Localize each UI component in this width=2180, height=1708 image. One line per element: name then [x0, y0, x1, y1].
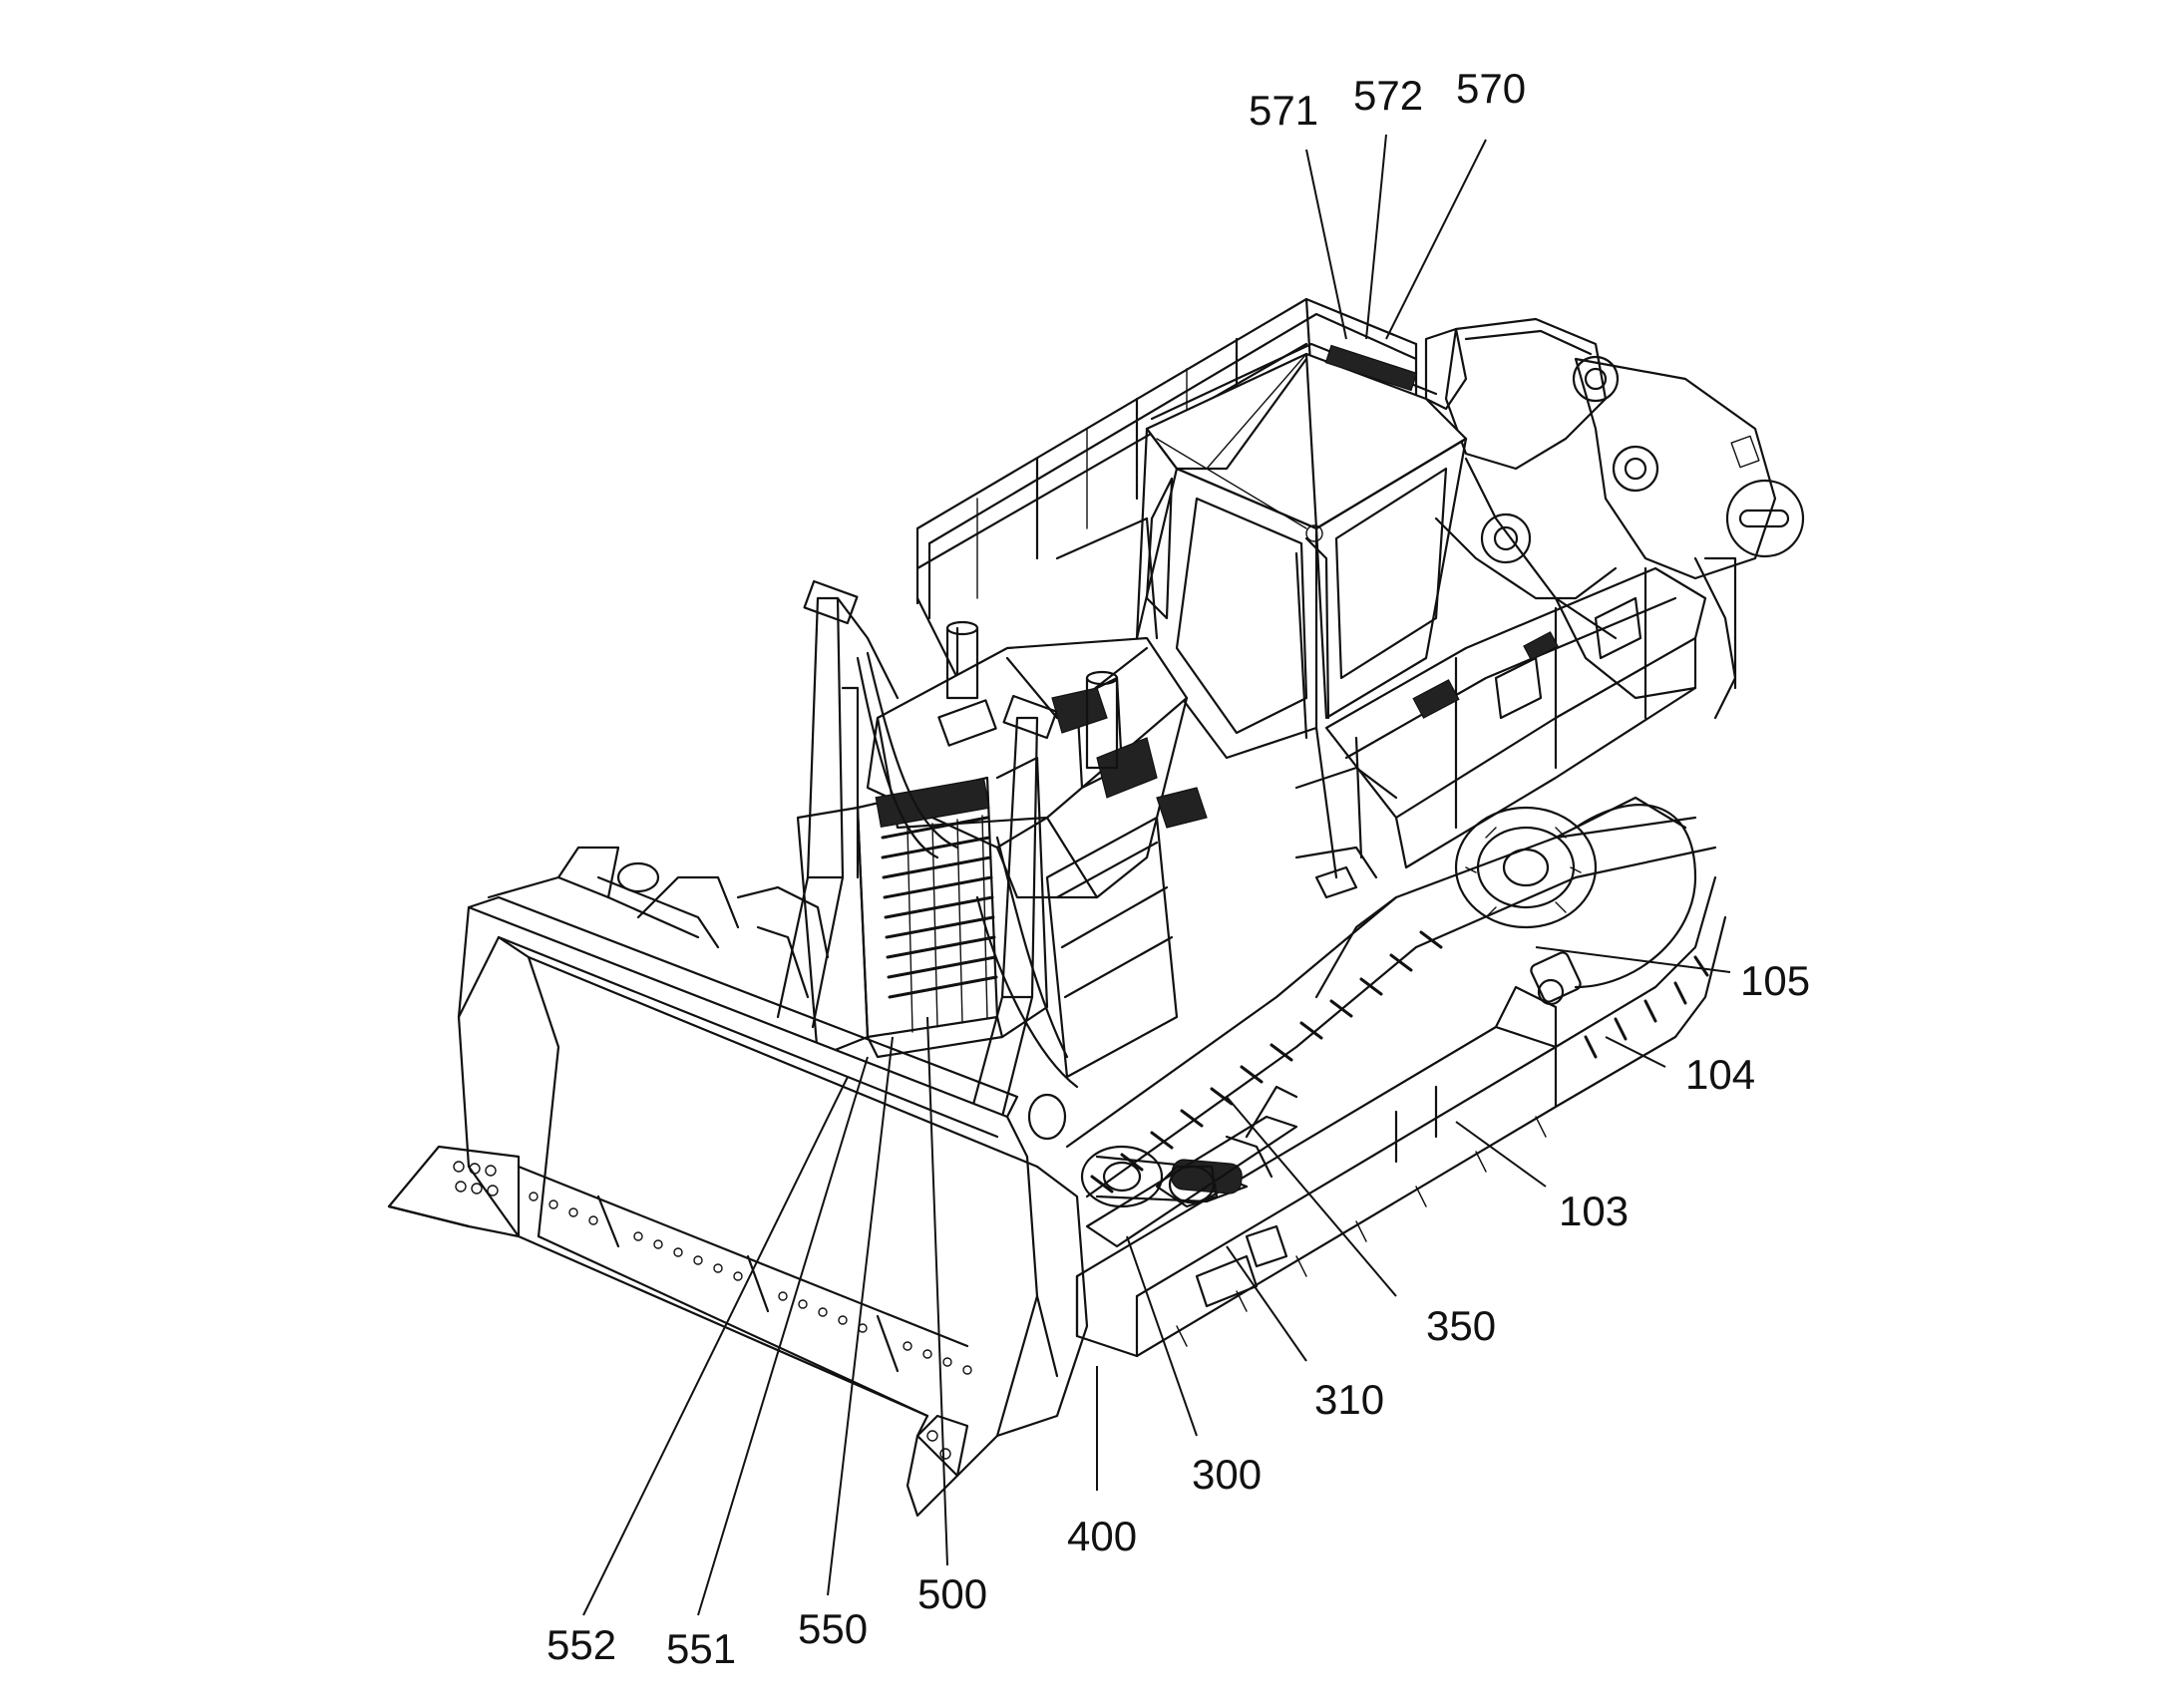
leader-lines [582, 134, 1731, 1616]
dozer-blade [387, 846, 1089, 1518]
leader-300 [1126, 1235, 1198, 1437]
callout-570: 570 [1456, 65, 1526, 112]
leader-572 [1365, 134, 1387, 340]
drive-sprocket [1454, 804, 1697, 989]
callout-552: 552 [546, 1621, 616, 1668]
exhaust-stack [945, 620, 1119, 770]
hydraulic-hoses [856, 651, 1079, 1089]
callout-500: 500 [917, 1570, 987, 1617]
leader-500 [926, 1016, 948, 1566]
dozer-drawing [387, 297, 1805, 1518]
leader-103 [1455, 1121, 1547, 1188]
leader-570 [1385, 139, 1487, 340]
blade-bolt-holes [529, 1192, 972, 1375]
leader-104 [1605, 1036, 1666, 1068]
callout-551: 551 [666, 1625, 736, 1672]
callout-350: 350 [1426, 1302, 1496, 1349]
callout-labels: 571 572 570 105 104 103 350 310 300 400 … [546, 65, 1810, 1672]
radiator-grille [796, 756, 1049, 1059]
leader-350 [1226, 1096, 1397, 1297]
ripper-assembly [1424, 317, 1805, 720]
push-arm [1085, 1085, 1298, 1248]
callout-572: 572 [1353, 72, 1423, 119]
leader-310 [1226, 1245, 1307, 1362]
leader-571 [1305, 149, 1347, 340]
callout-104: 104 [1685, 1051, 1755, 1098]
callout-300: 300 [1192, 1451, 1262, 1498]
callout-400: 400 [1067, 1513, 1137, 1559]
operator-cab [1135, 342, 1468, 760]
rear-track [1530, 875, 1727, 1109]
callout-571: 571 [1249, 87, 1318, 134]
leader-552 [582, 1076, 849, 1616]
hood-handrail [915, 516, 1179, 1079]
callout-103: 103 [1559, 1188, 1629, 1234]
rear-deck [1294, 556, 1737, 899]
tilt-cylinder [596, 861, 720, 949]
leader-551 [697, 1056, 869, 1616]
callout-105: 105 [1740, 957, 1810, 1004]
leader-550 [827, 1036, 894, 1596]
upper-handrail [915, 297, 1418, 620]
leader-105 [1535, 946, 1731, 973]
callout-550: 550 [798, 1605, 868, 1652]
callout-310: 310 [1314, 1376, 1384, 1423]
